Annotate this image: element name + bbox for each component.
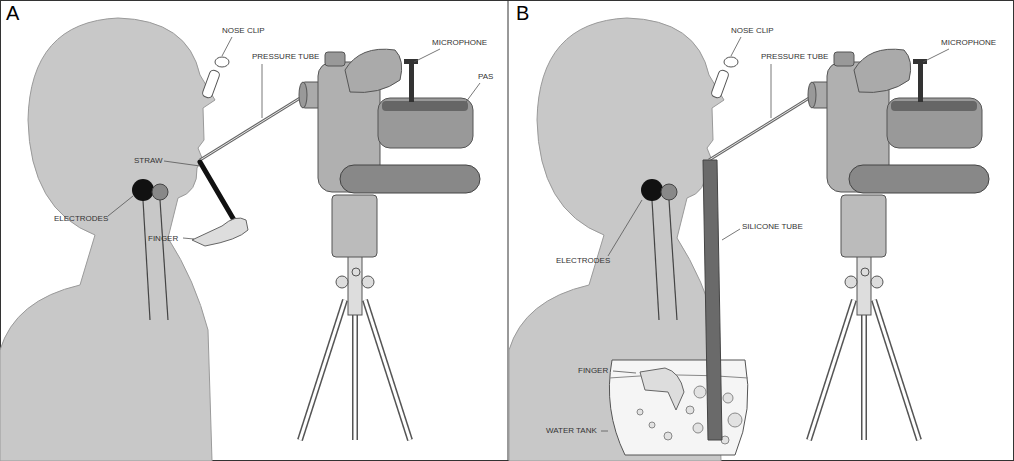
pas-device xyxy=(808,49,989,440)
part-label: MICROPHONE xyxy=(432,38,487,47)
subject-silhouette xyxy=(0,18,305,461)
part-label: NOSE CLIP xyxy=(731,26,774,35)
part-label: FINGER xyxy=(148,234,178,243)
part-label: FINGER xyxy=(578,366,608,375)
straw xyxy=(200,162,234,220)
pas-device xyxy=(299,49,480,440)
panel-letter: B xyxy=(516,2,529,24)
part-label: NOSE CLIP xyxy=(222,26,265,35)
part-label: MICROPHONE xyxy=(941,38,996,47)
part-label: PRESSURE TUBE xyxy=(761,52,828,61)
subject-silhouette xyxy=(509,18,814,461)
bubbles xyxy=(637,386,742,444)
finger xyxy=(640,368,684,410)
water-tank xyxy=(609,360,748,455)
part-label: STRAW xyxy=(134,156,163,165)
leader-lines xyxy=(601,37,949,431)
leader-lines xyxy=(108,37,480,239)
part-label: PRESSURE TUBE xyxy=(252,52,319,61)
part-label: ELECTRODES xyxy=(556,256,610,265)
silicone-tube xyxy=(703,160,722,440)
panel-letter: A xyxy=(6,2,19,24)
part-label: WATER TANK xyxy=(546,426,597,435)
part-label: SILICONE TUBE xyxy=(742,222,803,231)
part-label: PAS xyxy=(478,72,493,81)
finger xyxy=(192,218,248,246)
panel-divider xyxy=(508,0,509,461)
part-label: ELECTRODES xyxy=(54,214,108,223)
